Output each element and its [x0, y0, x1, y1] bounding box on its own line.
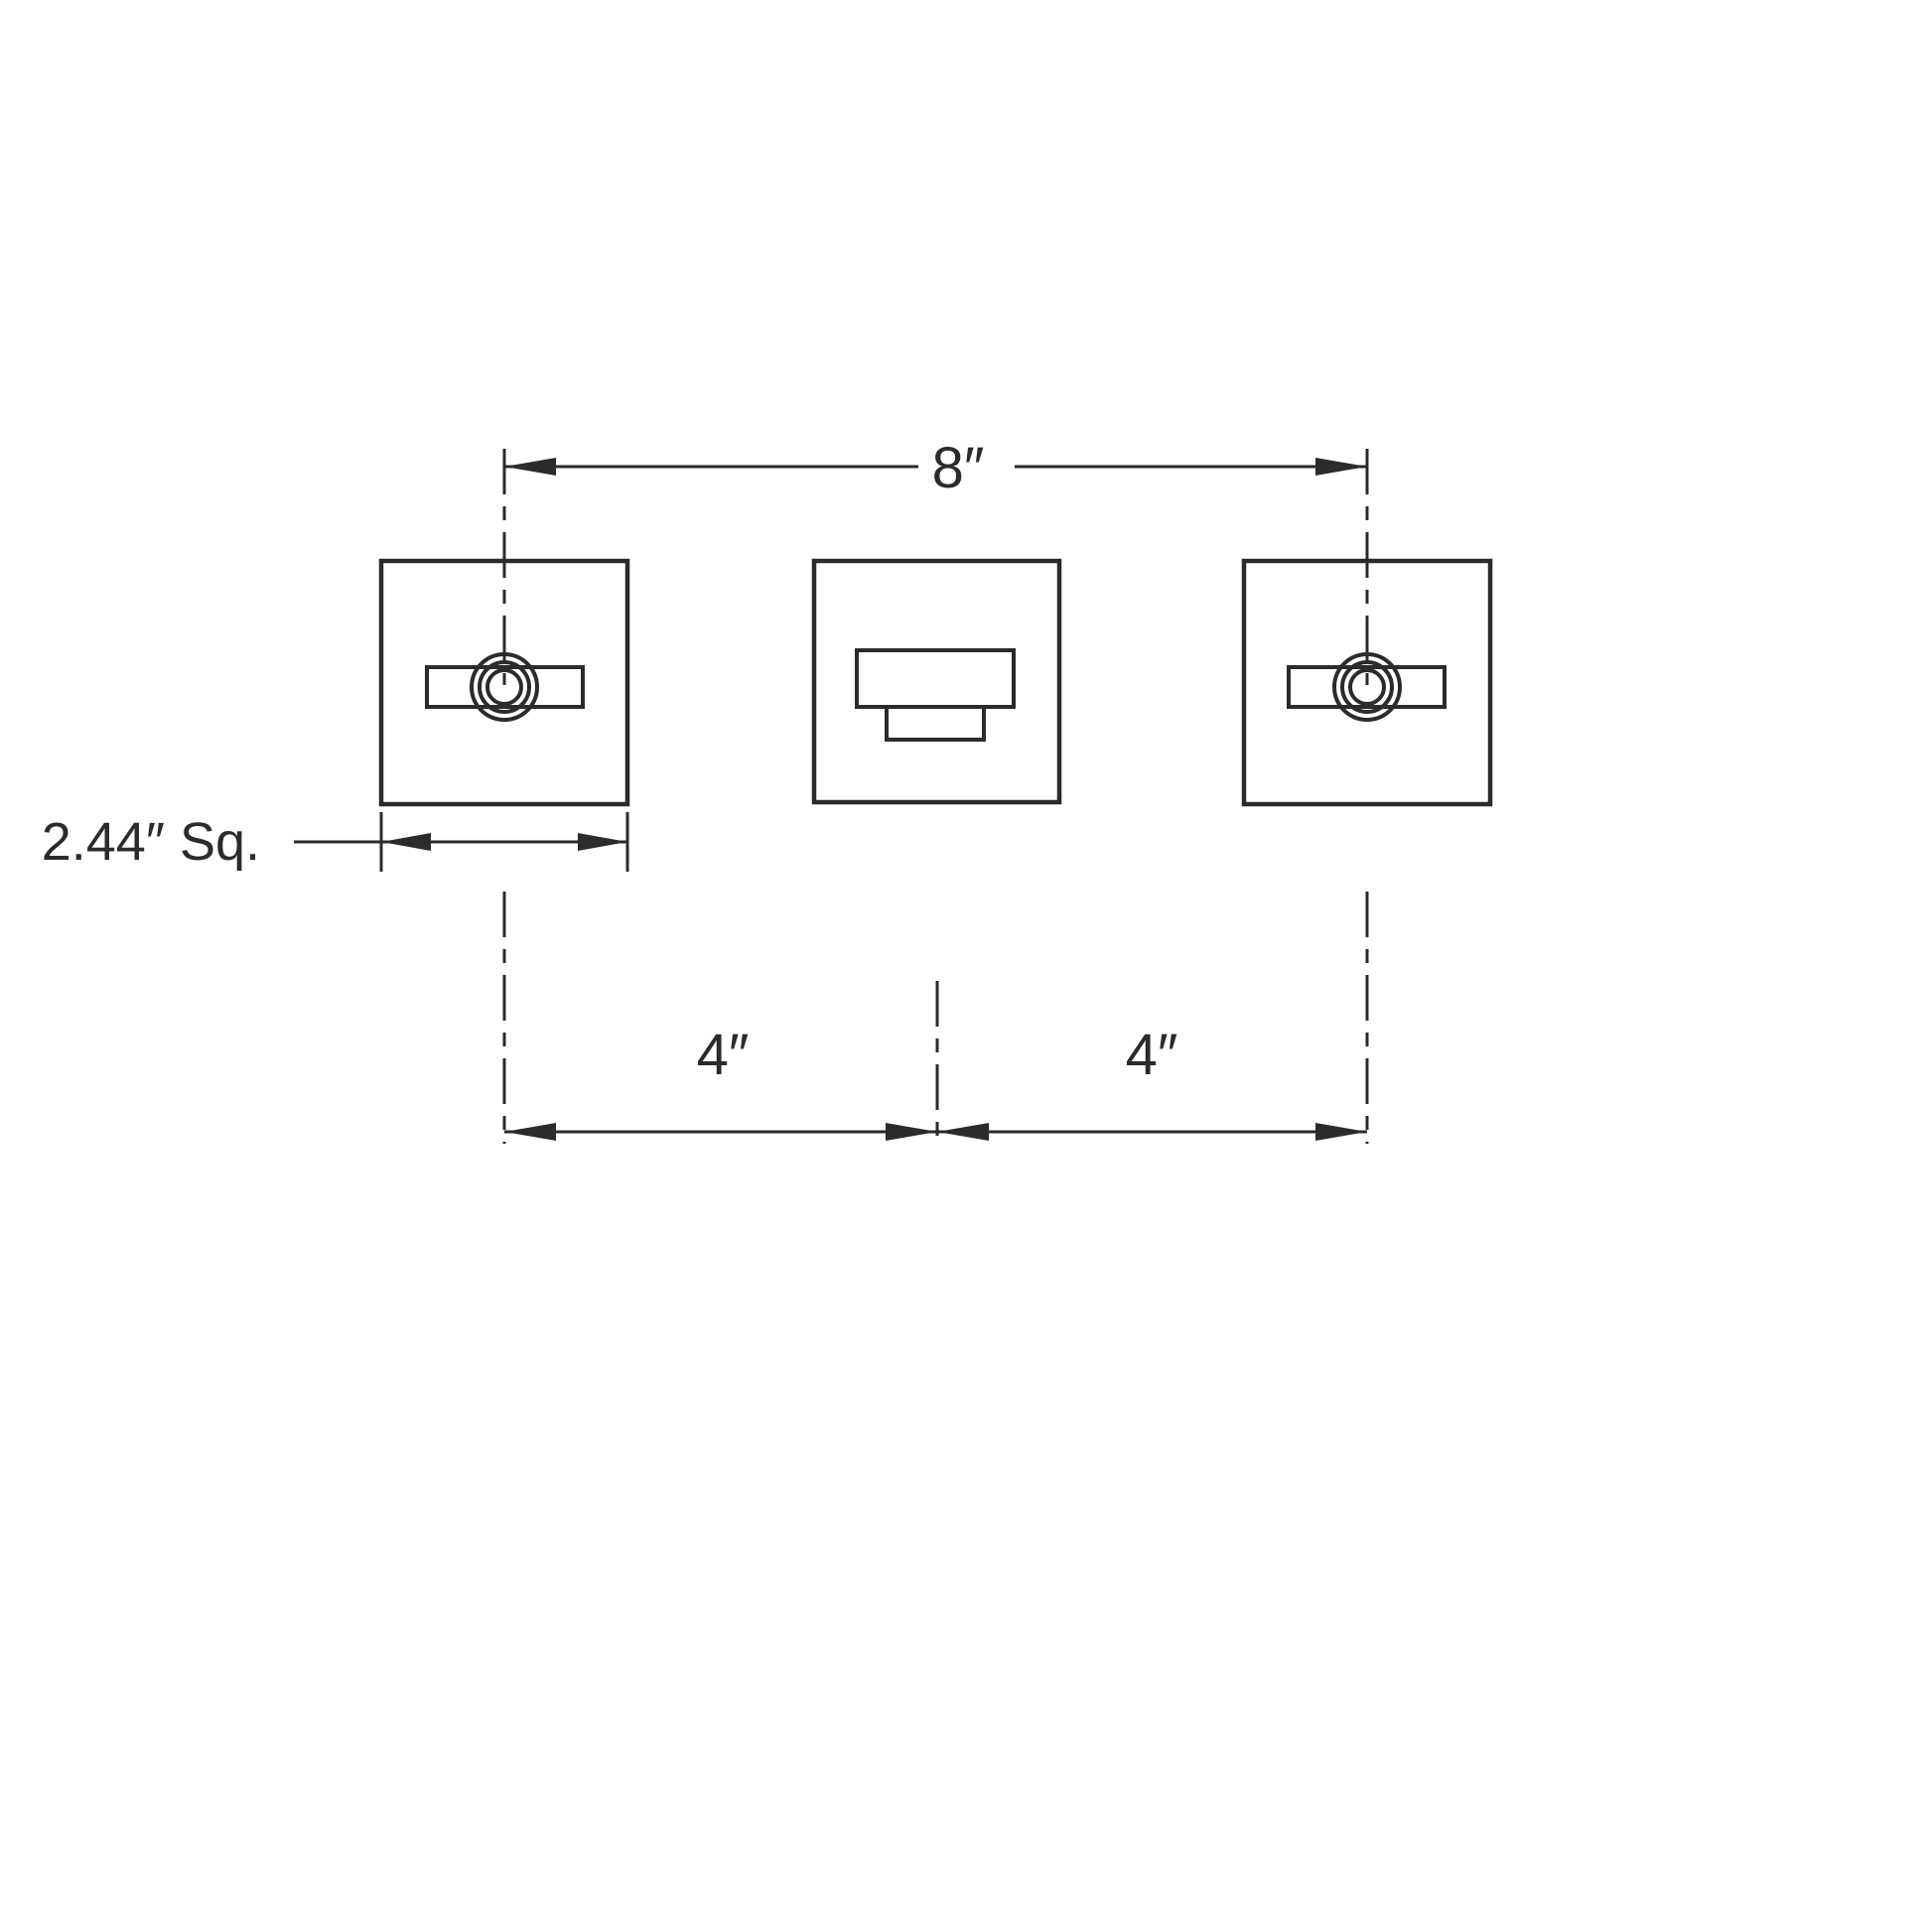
center-spout: [855, 648, 1016, 742]
overall-width-label: 8″: [932, 436, 985, 500]
left-handle-bar: [425, 665, 585, 709]
left-spacing-left-arrow: [504, 1123, 556, 1141]
left-handle-middle-ring: [478, 660, 531, 714]
right-spacing-left-arrow: [937, 1123, 989, 1141]
spout-body: [855, 648, 1016, 709]
left-handle: [425, 652, 585, 722]
left-handle-inner-ring: [485, 668, 523, 706]
overall-width-right-arrow: [1315, 458, 1367, 476]
overall-width-left-arrow: [504, 458, 556, 476]
square-size-right-arrow: [578, 833, 627, 851]
left-spacing-label: 4″: [697, 1023, 750, 1087]
square-size-label: 2.44″ Sq.: [42, 812, 260, 872]
right-spacing-label: 4″: [1126, 1023, 1178, 1087]
right-spacing-right-arrow: [1315, 1123, 1367, 1141]
right-handle-bar: [1287, 665, 1447, 709]
square-size-left-arrow: [381, 833, 431, 851]
middle-square-plate: [811, 558, 1062, 805]
right-handle-middle-ring: [1340, 660, 1394, 714]
left-spacing-right-arrow: [886, 1123, 937, 1141]
overall-width-dimension: 8″: [502, 436, 1369, 685]
spout-tip: [885, 705, 986, 742]
square-size-dimension: 2.44″ Sq.: [42, 812, 629, 872]
right-handle: [1287, 652, 1447, 722]
right-handle-inner-ring: [1348, 668, 1386, 706]
spacing-dimensions: 4″ 4″: [502, 892, 1369, 1144]
